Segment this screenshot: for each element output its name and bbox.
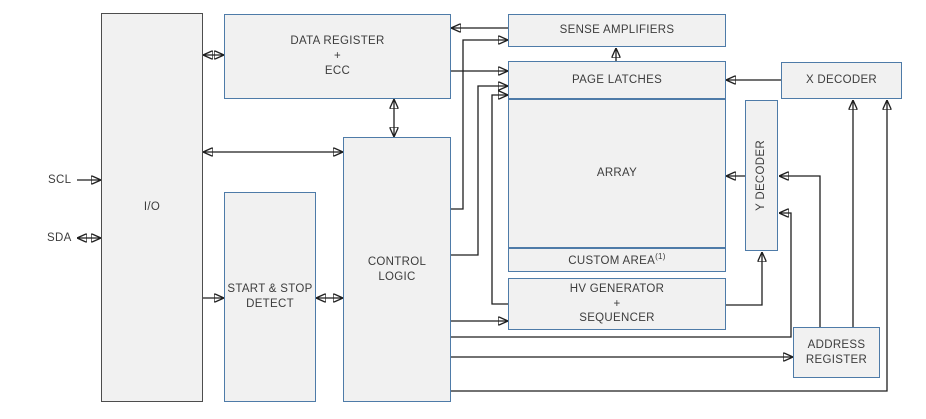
data-register-label-line2: + bbox=[333, 50, 342, 63]
block-address-register: ADDRESS REGISTER bbox=[793, 327, 880, 378]
custom-area-footnote-marker: (1) bbox=[655, 251, 666, 261]
wire-hvgenerator-to-pagelatches bbox=[491, 95, 508, 305]
block-x-decoder: X DECODER bbox=[781, 62, 902, 99]
hv-generator-label-line2: + bbox=[613, 297, 621, 310]
array-label: ARRAY bbox=[596, 167, 638, 180]
wire-controllogic-to-ydecoder bbox=[451, 213, 792, 338]
wire-hvgenerator-to-ydecoder bbox=[726, 252, 762, 306]
start-stop-label-line2: DETECT bbox=[246, 298, 294, 310]
wire-controllogic-to-xdecoder bbox=[451, 100, 887, 392]
wire-controllogic-to-pagelatches bbox=[451, 86, 508, 256]
wire-addressregister-to-ydecoder bbox=[779, 176, 821, 327]
block-page-latches: PAGE LATCHES bbox=[508, 61, 726, 99]
block-hv-generator: HV GENERATOR + SEQUENCER bbox=[508, 278, 726, 330]
control-logic-label-line1: CONTROL bbox=[367, 255, 427, 268]
block-start-stop-detect: START & STOP DETECT bbox=[224, 192, 316, 402]
custom-area-label-text: CUSTOM AREA bbox=[568, 254, 656, 267]
data-register-label-line1: DATA REGISTER bbox=[290, 35, 385, 48]
start-stop-label-line1: START & STOP bbox=[227, 283, 313, 296]
block-array: ARRAY bbox=[508, 99, 726, 248]
block-sense-amplifiers: SENSE AMPLIFIERS bbox=[508, 14, 726, 47]
address-register-label-line1: ADDRESS bbox=[807, 338, 866, 351]
hv-generator-label-line3: SEQUENCER bbox=[579, 312, 655, 325]
custom-area-label: CUSTOM AREA(1) bbox=[568, 252, 666, 269]
address-register-label-line2: REGISTER bbox=[805, 353, 868, 366]
io-label: I/O bbox=[143, 201, 161, 214]
sense-amplifiers-label: SENSE AMPLIFIERS bbox=[559, 24, 675, 37]
x-decoder-label: X DECODER bbox=[805, 74, 878, 87]
block-control-logic: CONTROL LOGIC bbox=[343, 137, 451, 402]
data-register-label-line3: ECC bbox=[324, 64, 351, 77]
wire-controllogic-to-senseamps bbox=[451, 40, 508, 210]
page-latches-label: PAGE LATCHES bbox=[571, 73, 663, 86]
block-custom-area: CUSTOM AREA(1) bbox=[508, 248, 726, 272]
block-io: I/O bbox=[101, 13, 203, 402]
block-data-register: DATA REGISTER + ECC bbox=[224, 14, 451, 99]
scl-label: SCL bbox=[48, 174, 72, 186]
y-decoder-label: Y DECODER bbox=[755, 140, 768, 211]
control-logic-label-line2: LOGIC bbox=[378, 270, 416, 283]
sda-label: SDA bbox=[47, 232, 72, 244]
block-y-decoder: Y DECODER bbox=[745, 100, 778, 251]
hv-generator-label-line1: HV GENERATOR bbox=[569, 282, 665, 295]
